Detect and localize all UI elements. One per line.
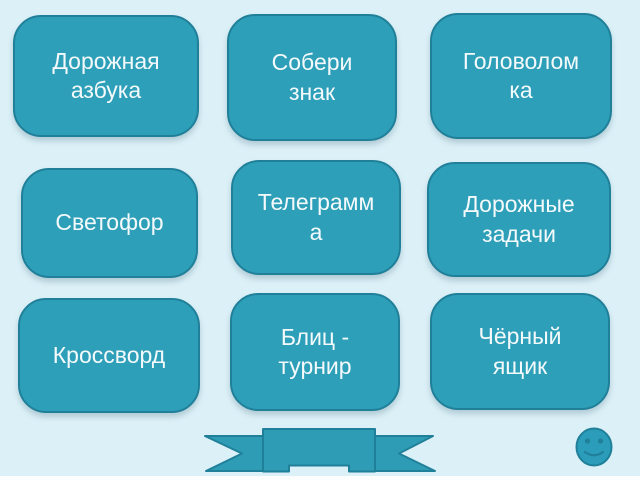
menu-button-crossword[interactable]: Кроссворд: [18, 298, 200, 413]
smiley-face-icon[interactable]: [575, 427, 613, 467]
menu-button-black-box[interactable]: Чёрный ящик: [430, 293, 610, 410]
slide-bottom-edge: [0, 476, 640, 480]
menu-button-road-tasks[interactable]: Дорожные задачи: [427, 162, 611, 277]
menu-button-traffic-light[interactable]: Светофор: [21, 168, 198, 278]
menu-button-assemble-sign[interactable]: Собери знак: [227, 14, 397, 141]
menu-button-blitz-tournament[interactable]: Блиц - турнир: [230, 293, 400, 411]
menu-button-telegram[interactable]: Телеграмм а: [231, 160, 401, 275]
menu-button-road-alphabet[interactable]: Дорожная азбука: [13, 15, 199, 137]
menu-button-puzzle[interactable]: Головолом ка: [430, 13, 612, 139]
ribbon-banner: [204, 428, 436, 473]
